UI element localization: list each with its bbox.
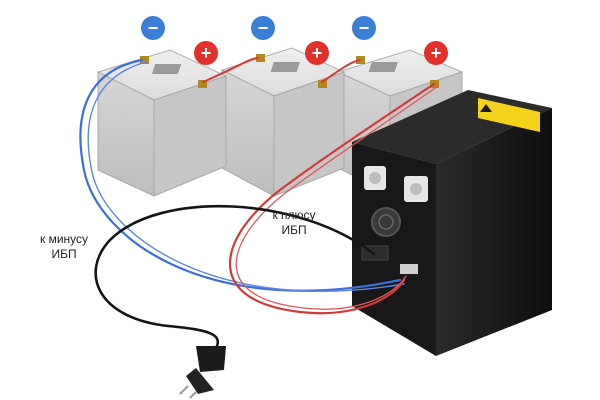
badge-positive-2: +	[305, 41, 329, 65]
plug-pin-2	[189, 391, 197, 399]
wire-blue-main	[79, 58, 402, 292]
plus-icon: +	[312, 43, 323, 63]
socket-1-icon	[369, 172, 381, 184]
wire-red-jumper-2	[321, 59, 361, 83]
battery-1	[96, 49, 228, 197]
wire-red-main	[228, 82, 436, 315]
wire-blue-secondary	[87, 61, 405, 292]
plus-icon: +	[431, 43, 442, 63]
battery-1-terminal-positive	[198, 80, 207, 88]
battery-1-terminal-negative	[140, 56, 149, 64]
battery-1-front	[97, 71, 155, 197]
badge-positive-1: +	[194, 41, 218, 65]
label-to-ups-positive-line2: ИБП	[281, 223, 307, 237]
badge-positive-1-circle	[194, 41, 218, 65]
badge-positive-3-circle	[424, 41, 448, 65]
badge-negative-3-circle	[352, 16, 376, 40]
battery-3-vent	[368, 62, 398, 72]
label-to-ups-negative: к минусу ИБП	[24, 232, 104, 262]
badge-positive-2-circle	[305, 41, 329, 65]
warning-triangle-icon	[480, 104, 492, 112]
minus-icon: −	[258, 18, 269, 38]
socket-2-icon	[410, 183, 422, 195]
warning-label	[478, 98, 540, 132]
plus-icon: +	[201, 43, 212, 63]
battery-2-terminal-negative	[256, 54, 265, 62]
label-to-ups-positive: к плюсу ИБП	[258, 208, 330, 238]
ups-battery-connector	[400, 264, 418, 274]
wire-red-secondary	[235, 85, 439, 310]
minus-icon: −	[359, 18, 370, 38]
badge-negative-2: −	[251, 16, 275, 40]
ups-unit	[352, 90, 552, 356]
ups-side	[436, 108, 552, 356]
label-to-ups-negative-line1: к минусу	[39, 232, 89, 246]
badge-negative-3: −	[352, 16, 376, 40]
label-to-ups-positive-line1: к плюсу	[272, 208, 316, 222]
battery-2-vent	[270, 62, 300, 72]
battery-2-terminal-positive	[318, 80, 327, 88]
minus-icon: −	[148, 18, 159, 38]
badge-negative-2-circle	[251, 16, 275, 40]
badge-positive-3: +	[424, 41, 448, 65]
power-plug	[179, 346, 226, 399]
wires	[79, 57, 439, 358]
badge-negative-1: −	[141, 16, 165, 40]
label-to-ups-negative-line2: ИБП	[51, 247, 77, 261]
plug-head	[186, 368, 214, 394]
plug-body	[196, 346, 226, 372]
fan-grille-icon	[371, 207, 401, 237]
fan-grille-inner	[378, 214, 394, 230]
battery-2	[220, 47, 346, 197]
badge-negative-1-circle	[141, 16, 165, 40]
power-cord	[94, 204, 376, 358]
plug-pin-1	[179, 385, 189, 395]
wire-red-jumper-1	[202, 57, 259, 83]
battery-1-vent	[151, 64, 182, 74]
